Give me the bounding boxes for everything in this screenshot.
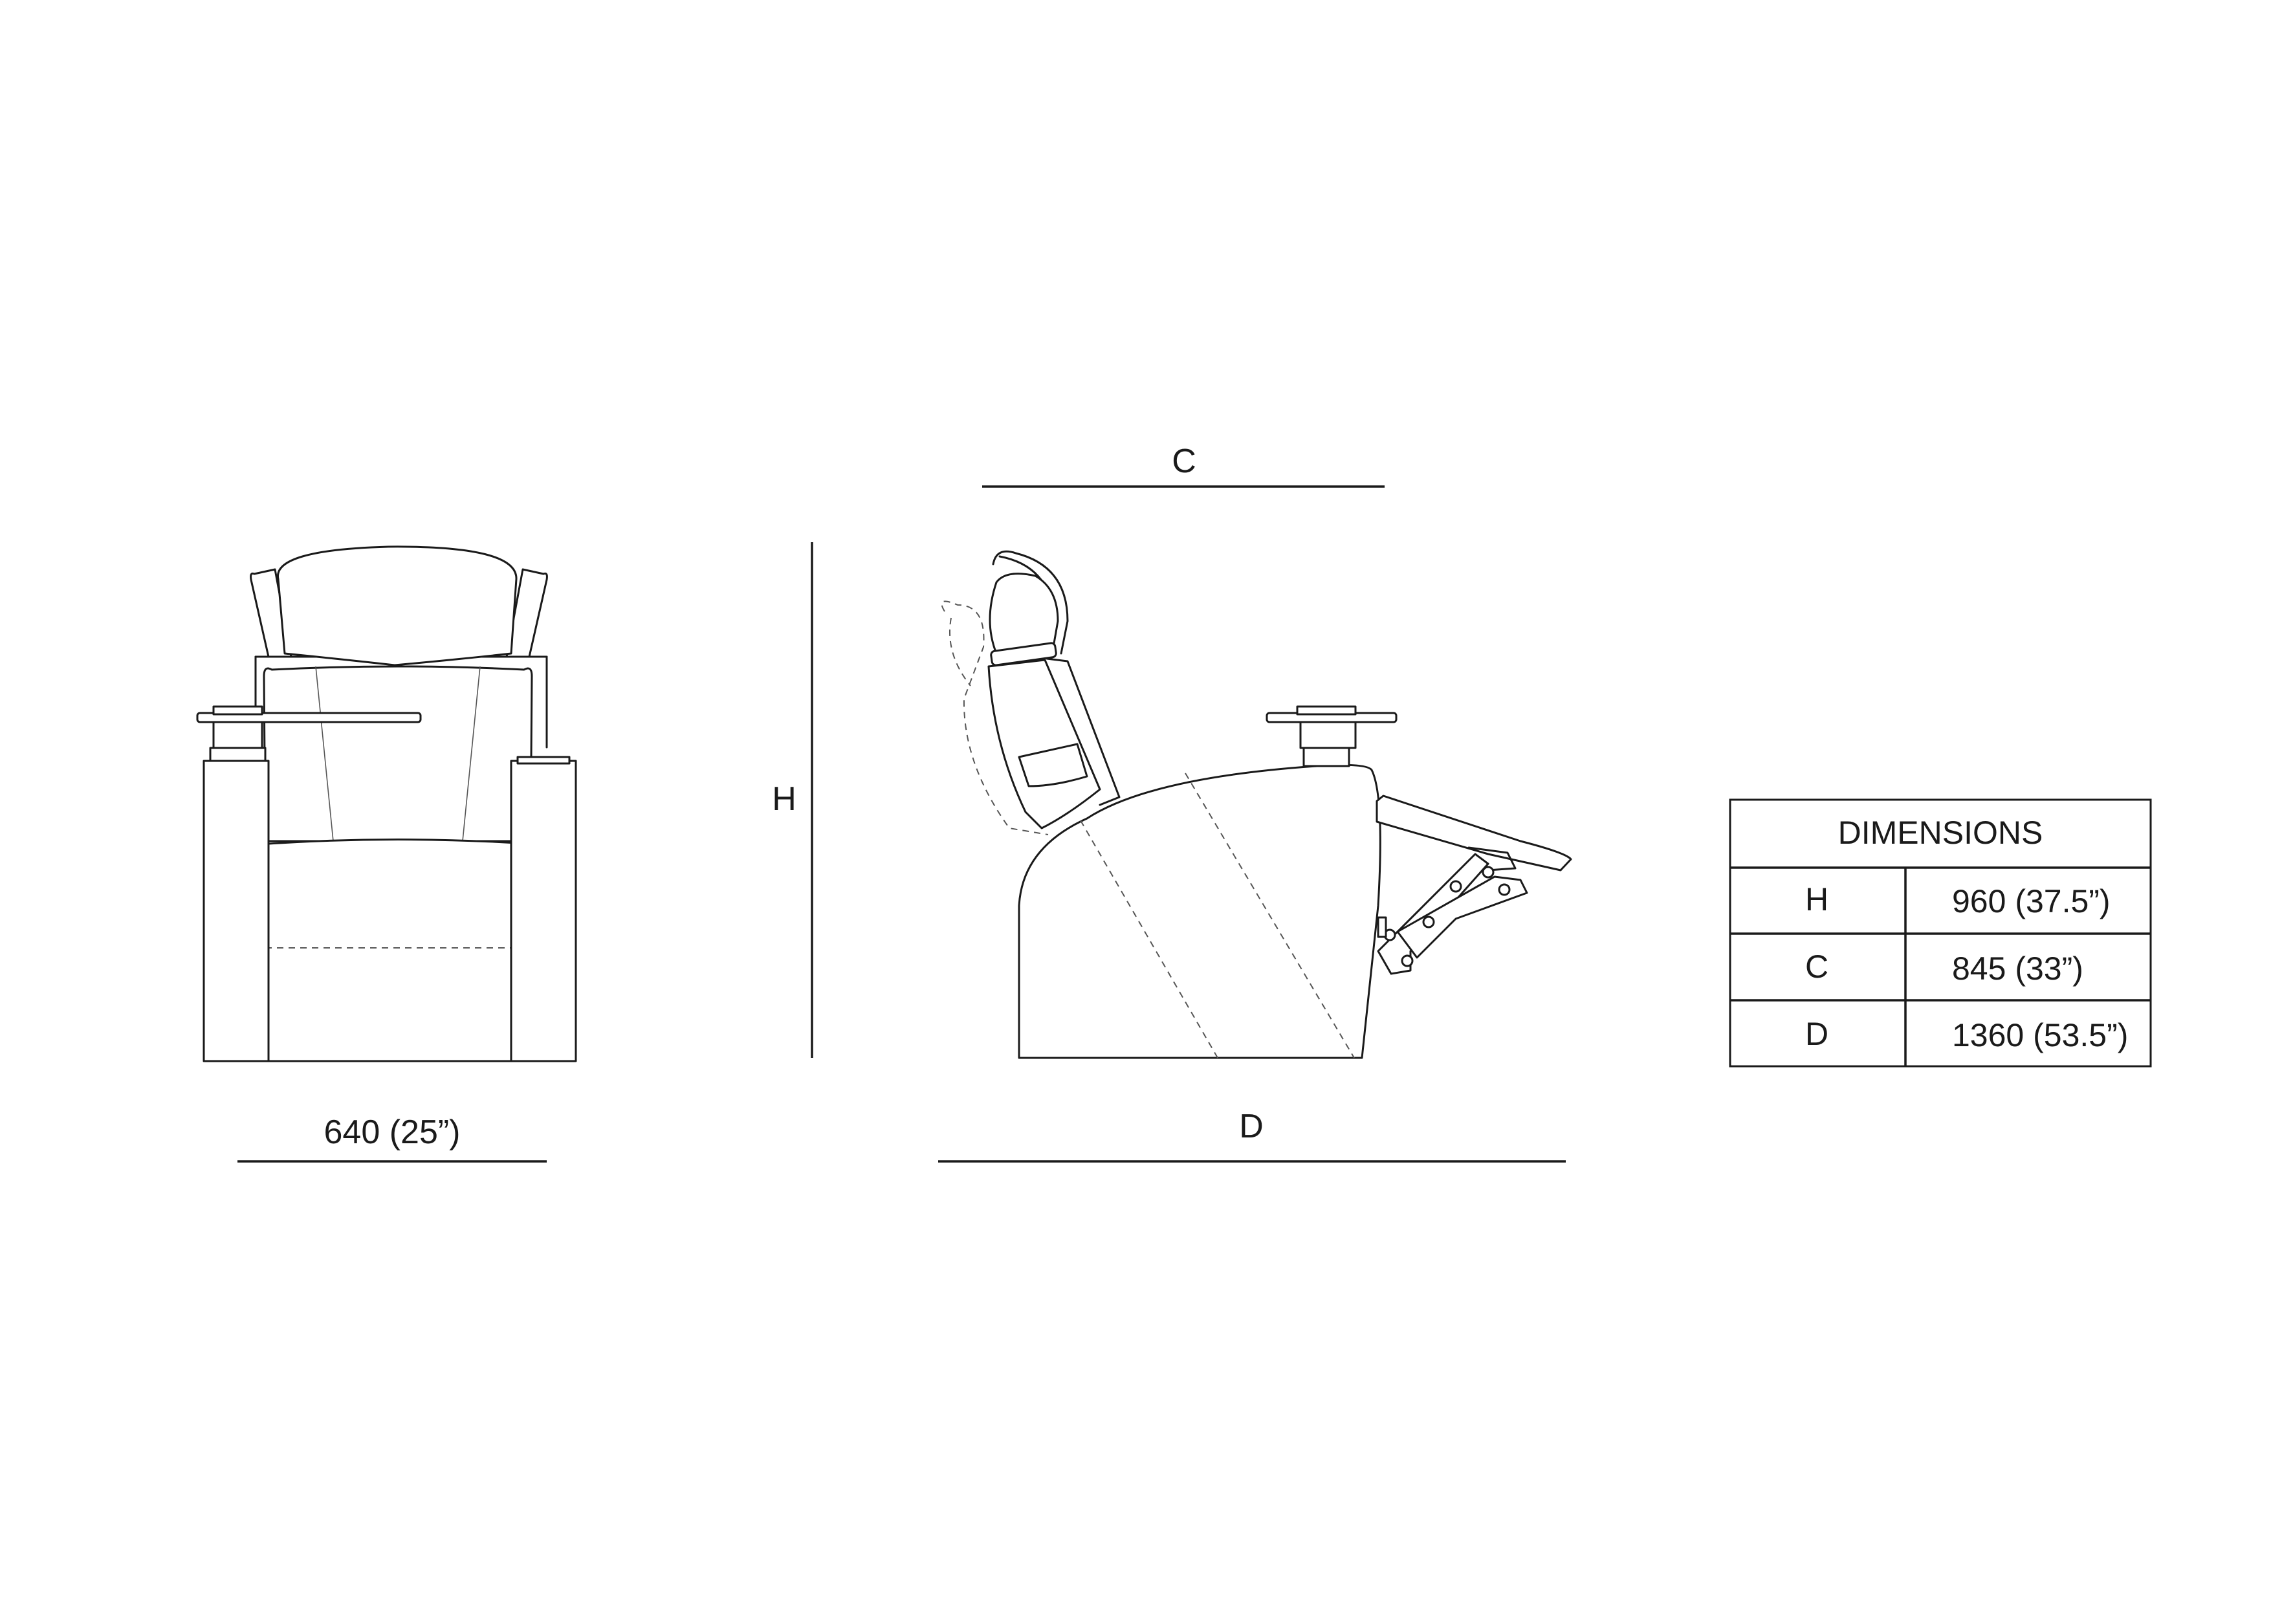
tray-post-upper [212, 721, 263, 749]
footrest-panel [1376, 795, 1572, 872]
headrest-arm [992, 550, 1069, 655]
side-backrest [987, 659, 1101, 829]
armrest-right-cap [516, 756, 571, 765]
upright-ghost-inner [949, 617, 971, 686]
table-row-value: 1360 (53.5”) [1952, 1017, 2128, 1053]
footrest-tip [1467, 846, 1517, 872]
mechanism-pivot-4 [1482, 866, 1495, 879]
c-label: C [1172, 443, 1196, 480]
side-tray-post [1299, 721, 1357, 749]
tray-post-collar [209, 747, 267, 762]
dimensions-table: DIMENSIONS H 960 (37.5”) C 845 (33”) D 1… [1729, 798, 2152, 1068]
mechanism-pivot-5 [1498, 883, 1511, 896]
table-row-value: 845 (33”) [1952, 950, 2083, 987]
armrest-left [203, 760, 270, 1062]
seat-cushion [258, 839, 538, 1062]
table-row-value: 960 (37.5”) [1952, 883, 2111, 919]
body-dash-line-2 [1185, 773, 1355, 1059]
side-backrest-frame [1046, 657, 1121, 806]
table-row-key: D [1805, 1016, 1828, 1052]
lumbar-cushion [1018, 743, 1088, 787]
d-label: D [1239, 1108, 1264, 1145]
mechanism-pivot-2 [1422, 916, 1435, 928]
width-label: 640 (25”) [324, 1114, 461, 1151]
backrest-seam-left [315, 666, 334, 842]
table-row-key: C [1805, 949, 1828, 985]
upright-ghost-outline [941, 600, 1049, 835]
mechanism-pivot-6 [1401, 954, 1414, 967]
backrest-seam-right [462, 666, 481, 842]
height-label: H [772, 780, 796, 818]
side-tray-cupholder [1296, 705, 1357, 716]
table-title: DIMENSIONS [1838, 815, 2043, 851]
mechanism-bracket [1377, 916, 1387, 938]
side-headrest [989, 573, 1059, 655]
armrest-right [510, 760, 577, 1062]
headrest-neck [990, 642, 1057, 666]
headrest-pillow [277, 545, 518, 666]
mechanism-pivot-3 [1449, 880, 1462, 893]
tray-cupholder [212, 705, 263, 716]
table-row-key: H [1805, 881, 1828, 917]
mechanism-linkage-2 [1396, 875, 1528, 959]
front-view-recliner [196, 545, 577, 1062]
side-view-recliner: C D [938, 443, 1572, 1163]
backrest-cushion [263, 665, 533, 842]
side-tray-base [1302, 747, 1350, 767]
